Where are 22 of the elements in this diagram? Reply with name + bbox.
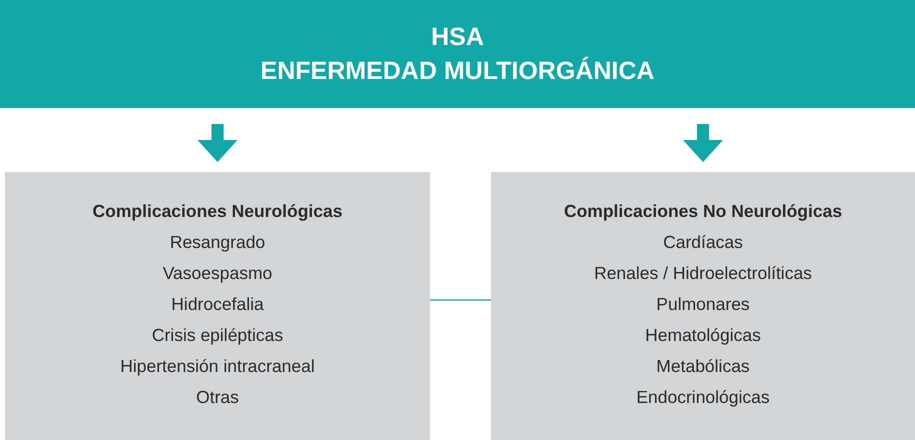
list-item: Hematológicas xyxy=(645,324,761,347)
list-item: Renales / Hidroelectrolíticas xyxy=(594,262,812,285)
list-item: Cardíacas xyxy=(663,231,743,254)
panel-heading: Complicaciones No Neurológicas xyxy=(564,200,842,223)
category-panel xyxy=(5,172,430,440)
block-arrow xyxy=(683,124,723,162)
list-item: Otras xyxy=(196,386,239,409)
list-item: Vasoespasmo xyxy=(162,262,272,285)
header-banner xyxy=(0,0,915,108)
header-text: HSA xyxy=(431,22,484,53)
panel-heading: Complicaciones Neurológicas xyxy=(92,200,342,223)
list-item: Metabólicas xyxy=(656,355,750,378)
list-item: Endocrinológicas xyxy=(636,386,770,409)
list-item: Hidrocefalia xyxy=(171,293,264,316)
header-text: ENFERMEDAD MULTIORGÁNICA xyxy=(260,56,654,87)
list-item: Crisis epilépticas xyxy=(152,324,284,347)
category-panel xyxy=(491,172,915,440)
list-item: Resangrado xyxy=(170,231,266,254)
list-item: Pulmonares xyxy=(656,293,750,316)
block-arrow xyxy=(198,124,238,162)
connector-line xyxy=(430,299,491,301)
list-item: Hipertensión intracraneal xyxy=(120,355,315,378)
